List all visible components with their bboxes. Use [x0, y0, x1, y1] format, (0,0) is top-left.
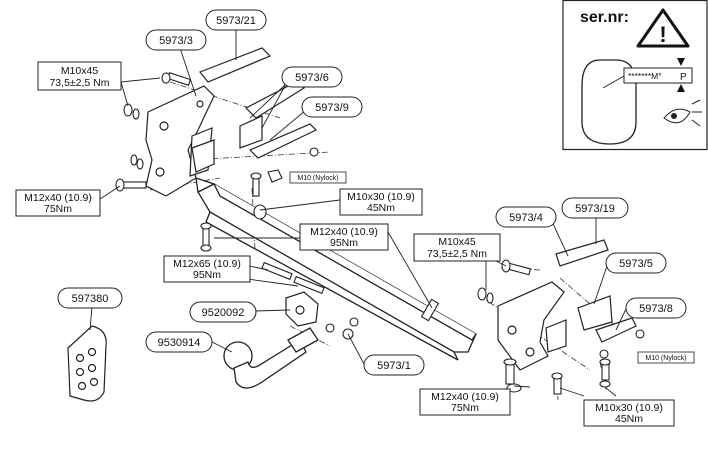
- svg-text:M12x40 (10.9): M12x40 (10.9): [431, 391, 499, 403]
- fasteners: [115, 72, 645, 395]
- pointer-down-icon: [677, 58, 685, 66]
- svg-text:45Nm: 45Nm: [615, 413, 643, 425]
- svg-text:5973/5: 5973/5: [619, 258, 653, 270]
- svg-text:!: !: [659, 22, 666, 47]
- socket-plate: [285, 291, 319, 327]
- left-side-bracket: [145, 85, 215, 197]
- spec-box-m10x45-right: M10x45 73,5±2,5 Nm: [413, 233, 501, 262]
- callout-597380: 597380: [57, 287, 123, 309]
- svg-text:M10 (Nylock): M10 (Nylock): [645, 355, 686, 362]
- callout-5973-6: 5973/6: [281, 66, 343, 88]
- svg-text:95Nm: 95Nm: [193, 269, 221, 281]
- svg-text:5973/4: 5973/4: [509, 212, 543, 224]
- nylock-tag-left: M10 (Nylock): [289, 171, 347, 184]
- callout-5973-19: 5973/19: [561, 197, 629, 219]
- svg-text:5973/3: 5973/3: [159, 35, 193, 47]
- spec-box-m10x45-left: M10x45 73,5±2,5 Nm: [37, 61, 122, 91]
- svg-text:5973/19: 5973/19: [575, 203, 615, 215]
- spec-box-m12x65: M12x65 (10.9) 95Nm: [163, 255, 251, 283]
- plate-serial-text: *******M°: [628, 71, 662, 81]
- svg-text:M10 (Nylock): M10 (Nylock): [297, 175, 338, 182]
- serial-number-title: ser.nr:: [580, 9, 629, 26]
- svg-text:5973/1: 5973/1: [377, 360, 411, 372]
- svg-text:45Nm: 45Nm: [367, 202, 395, 214]
- part-callouts: 5973/21 5973/3 5973/6 5973/9 5973/4 5973…: [57, 9, 687, 376]
- callout-5973-5: 5973/5: [605, 252, 667, 274]
- svg-text:5973/21: 5973/21: [216, 15, 256, 27]
- svg-text:M12x65 (10.9): M12x65 (10.9): [173, 258, 241, 270]
- identification-plate: [623, 67, 693, 84]
- spec-box-m12x40-left: M12x40 (10.9) 75Nm: [15, 189, 101, 217]
- callout-5973-4: 5973/4: [495, 206, 557, 228]
- callout-5973-3: 5973/3: [145, 29, 207, 51]
- eye-icon: [663, 99, 702, 127]
- electrical-socket: [67, 325, 107, 402]
- pointer-up-icon: [677, 84, 685, 92]
- callout-9520092: 9520092: [189, 301, 257, 323]
- callout-9530914: 9530914: [145, 331, 213, 353]
- callout-5973-21: 5973/21: [205, 9, 267, 31]
- spec-box-m10x30-top: M10x30 (10.9) 45Nm: [339, 188, 423, 216]
- svg-text:M10x30 (10.9): M10x30 (10.9): [595, 402, 663, 414]
- nut-tags: M10 (Nylock) M10 (Nylock): [289, 171, 695, 364]
- svg-text:M12x40 (10.9): M12x40 (10.9): [310, 226, 378, 238]
- warning-icon: !: [636, 8, 690, 48]
- svg-text:75Nm: 75Nm: [451, 402, 479, 414]
- svg-text:95Nm: 95Nm: [330, 237, 358, 249]
- spec-box-m10x30-bottom: M10x30 (10.9) 45Nm: [583, 399, 675, 427]
- svg-text:9520092: 9520092: [202, 307, 245, 319]
- svg-text:5973/6: 5973/6: [295, 72, 329, 84]
- spec-box-m12x40-middle: M12x40 (10.9) 95Nm: [299, 223, 389, 251]
- svg-text:M10x45: M10x45: [438, 236, 476, 248]
- svg-text:M10x30 (10.9): M10x30 (10.9): [347, 191, 415, 203]
- svg-text:9530914: 9530914: [158, 337, 201, 349]
- svg-text:M12x40 (10.9): M12x40 (10.9): [24, 192, 92, 204]
- callout-5973-8: 5973/8: [625, 297, 687, 319]
- left-top-brackets: [191, 47, 318, 173]
- svg-text:5973/9: 5973/9: [315, 102, 349, 114]
- svg-text:5973/8: 5973/8: [639, 303, 673, 315]
- serial-number-panel: ser.nr: ! *******M° P: [562, 0, 708, 151]
- spec-box-m12x40-bottom: M12x40 (10.9) 75Nm: [419, 388, 511, 416]
- towball-neck: [223, 327, 319, 389]
- main-crossbar: [195, 177, 477, 361]
- bolt-spec-boxes: M10x45 73,5±2,5 Nm M12x40 (10.9) 75Nm M1…: [15, 61, 675, 427]
- svg-text:75Nm: 75Nm: [44, 203, 72, 215]
- svg-text:597380: 597380: [72, 293, 109, 305]
- nylock-tag-right: M10 (Nylock): [637, 351, 695, 364]
- svg-text:73,5±2,5 Nm: 73,5±2,5 Nm: [49, 77, 109, 89]
- svg-text:M10x45: M10x45: [61, 65, 99, 77]
- svg-text:73,5±2,5 Nm: 73,5±2,5 Nm: [427, 248, 487, 260]
- callout-5973-1: 5973/1: [363, 354, 425, 376]
- callout-5973-9: 5973/9: [301, 96, 363, 118]
- plate-letter: P: [680, 72, 687, 83]
